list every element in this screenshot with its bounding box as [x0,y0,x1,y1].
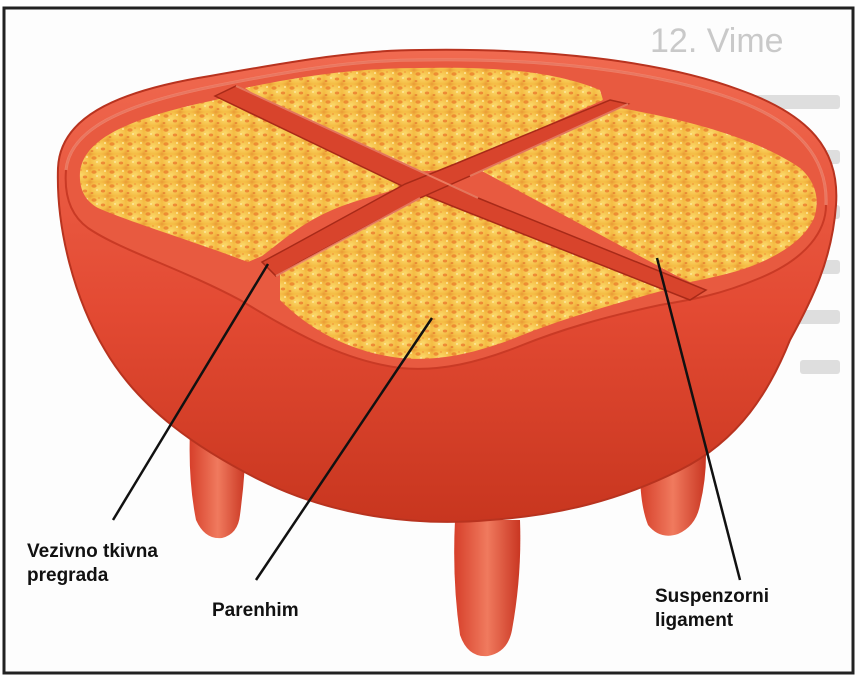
label-ligament-line-2: ligament [655,609,769,633]
label-septum-line-2: pregrada [27,564,158,588]
background-heading: 12. Vime [650,22,784,60]
label-ligament-line-1: Suspenzorni [655,585,769,609]
label-suspensory-ligament: Suspenzorni ligament [655,585,769,633]
teat-front [454,520,520,656]
label-septum-line-1: Vezivno tkivna [27,540,158,564]
label-parenchyma-text: Parenhim [212,599,299,623]
label-connective-tissue-septum: Vezivno tkivna pregrada [27,540,158,588]
label-parenchyma: Parenhim [212,599,299,623]
